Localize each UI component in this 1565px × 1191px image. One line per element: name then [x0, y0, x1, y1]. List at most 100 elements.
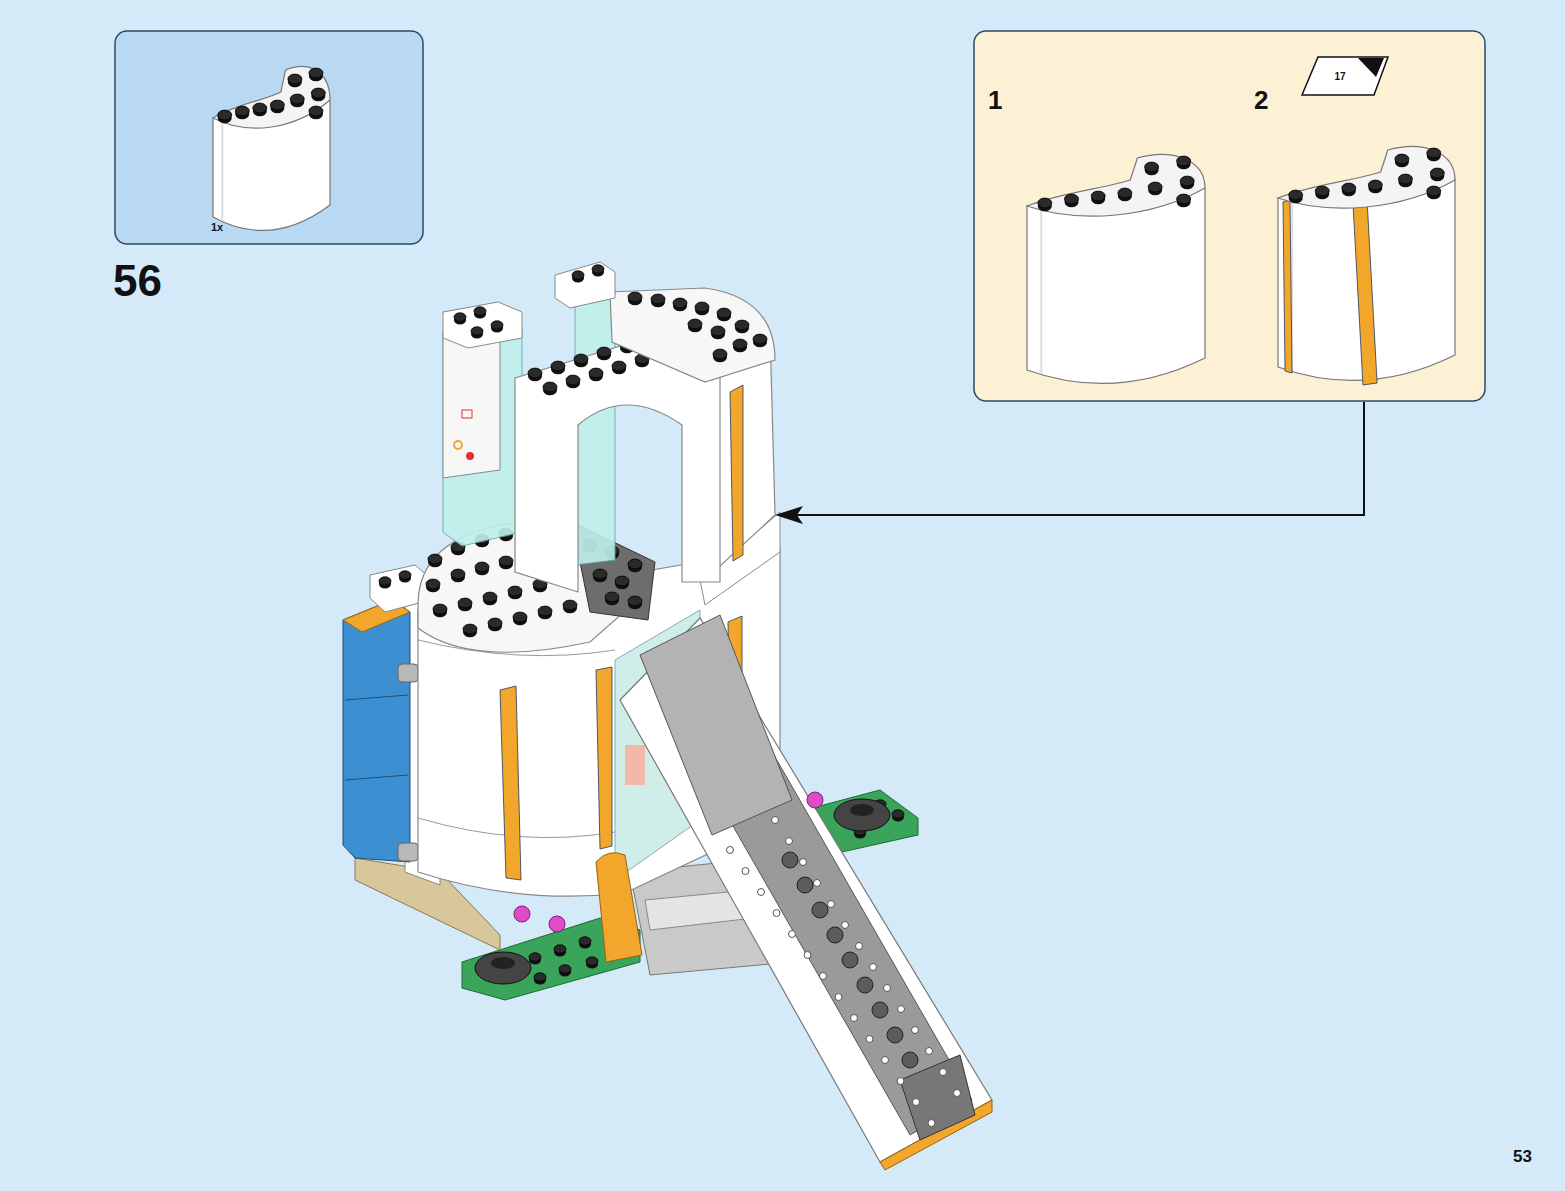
stud-top — [499, 556, 513, 566]
panel-background — [115, 31, 423, 244]
stud-top — [1342, 183, 1356, 193]
stud-top — [563, 600, 577, 610]
stud-top — [1177, 156, 1191, 166]
stud-top — [311, 88, 325, 98]
stud-top — [574, 354, 588, 364]
slide-stud — [772, 817, 779, 824]
slide-hole — [827, 927, 843, 943]
part-count: 1x — [211, 222, 223, 233]
slide-stud — [912, 1027, 919, 1034]
slide-hole — [797, 877, 813, 893]
slide-stud — [727, 847, 734, 854]
leader-arrowhead — [775, 506, 803, 524]
quarter-plate — [610, 288, 775, 382]
stud-top — [1289, 190, 1303, 200]
stud-top — [1091, 191, 1105, 201]
slide-stud — [842, 922, 849, 929]
blue-column — [343, 600, 410, 862]
stud-top — [713, 349, 727, 359]
stud-top — [628, 292, 642, 302]
slide-stud — [804, 952, 811, 959]
wall-shading — [221, 120, 223, 221]
sticker-number: 17 — [1334, 72, 1345, 82]
stud-top — [1368, 180, 1382, 190]
slide-stud — [835, 994, 842, 1001]
stud-top — [471, 327, 483, 335]
slide-stud — [897, 1078, 904, 1085]
slide-stud — [742, 868, 749, 875]
figure — [625, 745, 645, 785]
orange-curve — [596, 853, 642, 962]
slide-stud — [814, 880, 821, 887]
stud-top — [309, 106, 323, 116]
stud-top — [534, 973, 546, 981]
wall-shading — [1040, 208, 1042, 374]
parts-callout-box-outline — [114, 30, 424, 245]
slide-stud — [870, 964, 877, 971]
print-mark — [462, 410, 472, 418]
stud-top — [612, 361, 626, 371]
stud-top — [735, 320, 749, 330]
stud-top — [428, 554, 442, 564]
stud-top — [673, 298, 687, 308]
stud-top — [451, 569, 465, 579]
sticker-peel — [1358, 58, 1384, 77]
stud-top — [491, 321, 503, 329]
stud-top — [483, 592, 497, 602]
slide-stud — [926, 1048, 933, 1055]
stud-top — [529, 953, 541, 961]
stud-top — [458, 598, 472, 608]
panel-background — [974, 31, 1485, 401]
curved-wall-top — [1027, 155, 1205, 217]
stud-top — [475, 562, 489, 572]
orange-stripe — [1283, 200, 1292, 373]
wheel — [475, 952, 531, 984]
orange-stripe — [1352, 190, 1377, 385]
wheel-hub — [850, 804, 874, 816]
slide-stud — [940, 1069, 947, 1076]
blue-column-joints — [345, 695, 408, 780]
stud-top — [1065, 194, 1079, 204]
slide-hole — [872, 1002, 888, 1018]
clip — [398, 664, 418, 682]
step-number: 56 — [113, 259, 162, 303]
stud-top — [586, 957, 598, 965]
slide-hole — [812, 902, 828, 918]
substep-number: 1 — [988, 87, 1002, 113]
stud-top — [463, 624, 477, 634]
stud-top — [474, 307, 486, 315]
slide-stud — [758, 889, 765, 896]
stud-top — [235, 106, 249, 116]
stud-top — [892, 810, 904, 818]
stud-top — [554, 945, 566, 953]
main-model — [343, 262, 992, 1170]
stud-top — [592, 265, 604, 273]
print-dot — [466, 452, 474, 460]
stud-top — [605, 592, 619, 602]
stud-top — [695, 302, 709, 312]
stud-top — [379, 577, 391, 585]
slide-stud — [898, 1006, 905, 1013]
stud-top — [711, 326, 725, 336]
stud-top — [1177, 194, 1191, 204]
stud-top — [426, 579, 440, 589]
stud-top — [551, 361, 565, 371]
slide-hole — [842, 952, 858, 968]
orange-stripe — [596, 667, 612, 849]
slide-stud — [828, 901, 835, 908]
stud-top — [253, 103, 267, 113]
substep-number: 2 — [1254, 87, 1268, 113]
stud-top — [508, 586, 522, 596]
stud-top — [1398, 174, 1412, 184]
stud-top — [593, 569, 607, 579]
stud-top — [454, 313, 466, 321]
stud-top — [1118, 188, 1132, 198]
substep-image — [1027, 155, 1205, 384]
transparent-panel — [575, 290, 615, 565]
stud-top — [559, 965, 571, 973]
wheel — [834, 799, 890, 831]
flower — [549, 916, 565, 932]
stud-top — [1180, 176, 1194, 186]
stud-top — [288, 74, 302, 84]
